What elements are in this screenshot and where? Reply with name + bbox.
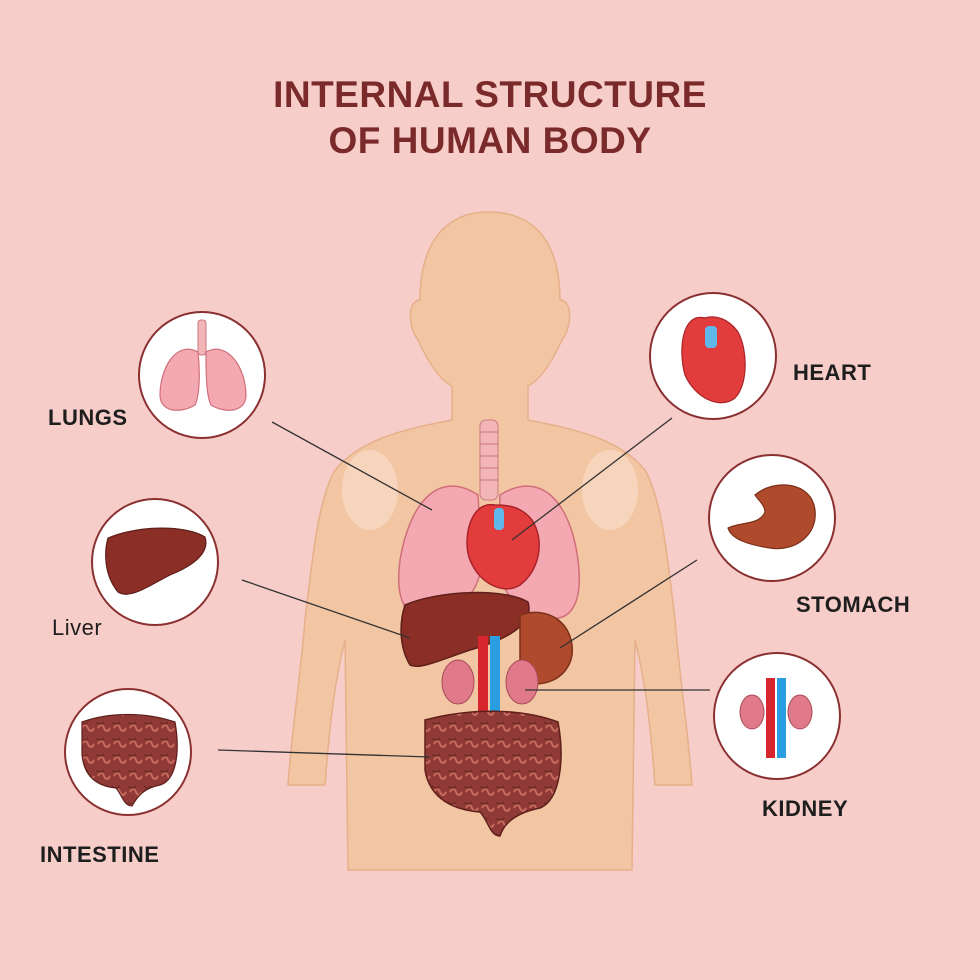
leader-line-stomach <box>559 559 698 649</box>
label-stomach: STOMACH <box>796 592 911 617</box>
body-blood-vessels <box>478 636 500 716</box>
body-intestine <box>424 710 562 837</box>
kidney-callout <box>713 652 841 780</box>
title-line-1: INTERNAL STRUCTURE <box>273 74 707 115</box>
lungs-callout <box>138 311 266 439</box>
stomach-icon <box>727 484 816 550</box>
trachea <box>479 419 499 501</box>
diagram-title: INTERNAL STRUCTURE OF HUMAN BODY <box>0 72 980 164</box>
liver-icon <box>105 527 207 595</box>
heart-callout <box>649 292 777 420</box>
leader-line-lungs <box>271 421 433 511</box>
liver-callout <box>91 498 219 626</box>
leader-line-intestine <box>217 749 431 758</box>
intestine-callout <box>64 688 192 816</box>
body-kidneys <box>441 659 539 705</box>
label-heart: HEART <box>793 360 872 385</box>
label-intestine: INTESTINE <box>40 842 160 867</box>
body-heart <box>466 504 540 590</box>
intestine-icon <box>81 713 178 807</box>
stomach-callout <box>708 454 836 582</box>
label-lungs: LUNGS <box>48 405 128 430</box>
kidney-icon <box>739 678 813 758</box>
leader-lines <box>217 417 710 758</box>
leader-line-liver <box>241 579 411 639</box>
lungs-icon <box>159 319 247 411</box>
label-liver: Liver <box>52 615 103 640</box>
leader-line-heart <box>511 417 673 541</box>
heart-icon <box>681 316 746 404</box>
title-line-2: OF HUMAN BODY <box>328 120 652 161</box>
label-kidney: KIDNEY <box>762 796 849 821</box>
